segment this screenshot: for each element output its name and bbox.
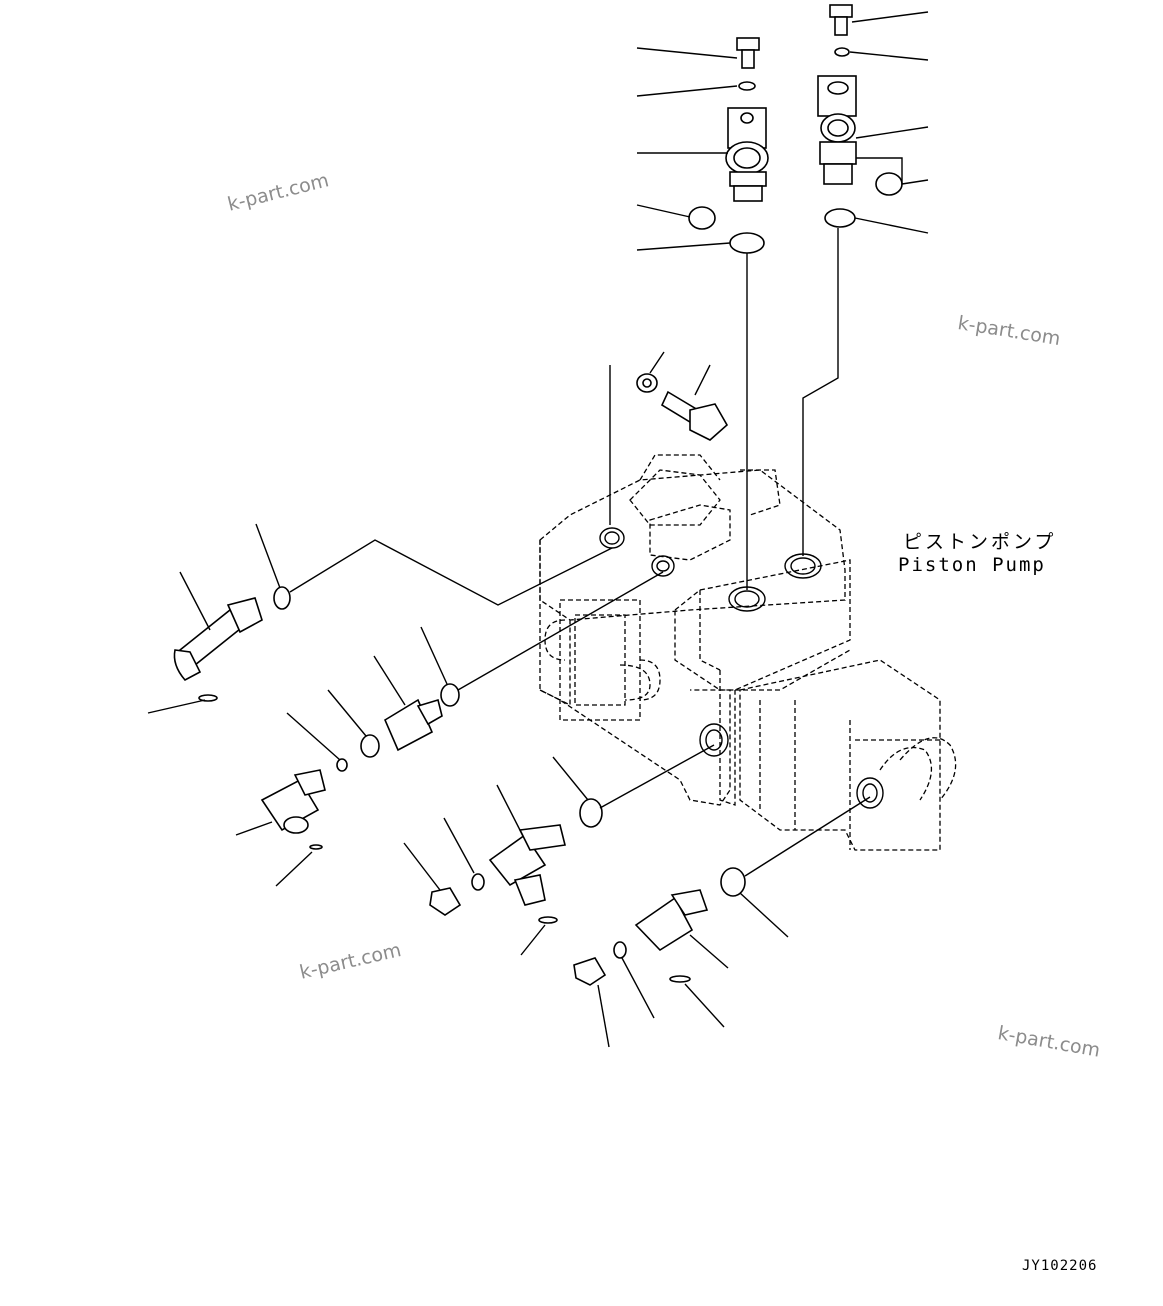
left-fittings (173, 586, 746, 986)
piston-pump-body (539, 454, 957, 851)
center-bolt (609, 365, 729, 525)
leader-lines (147, 11, 929, 1048)
connection-lines (289, 539, 871, 877)
top-right-fitting-stack (802, 4, 903, 556)
top-left-fitting-stack (688, 37, 769, 590)
pump-label-english: Piston Pump (898, 554, 1046, 576)
pump-label-japanese: ピストンポンプ (903, 531, 1057, 553)
figure-code: JY102206 (1022, 1258, 1098, 1274)
